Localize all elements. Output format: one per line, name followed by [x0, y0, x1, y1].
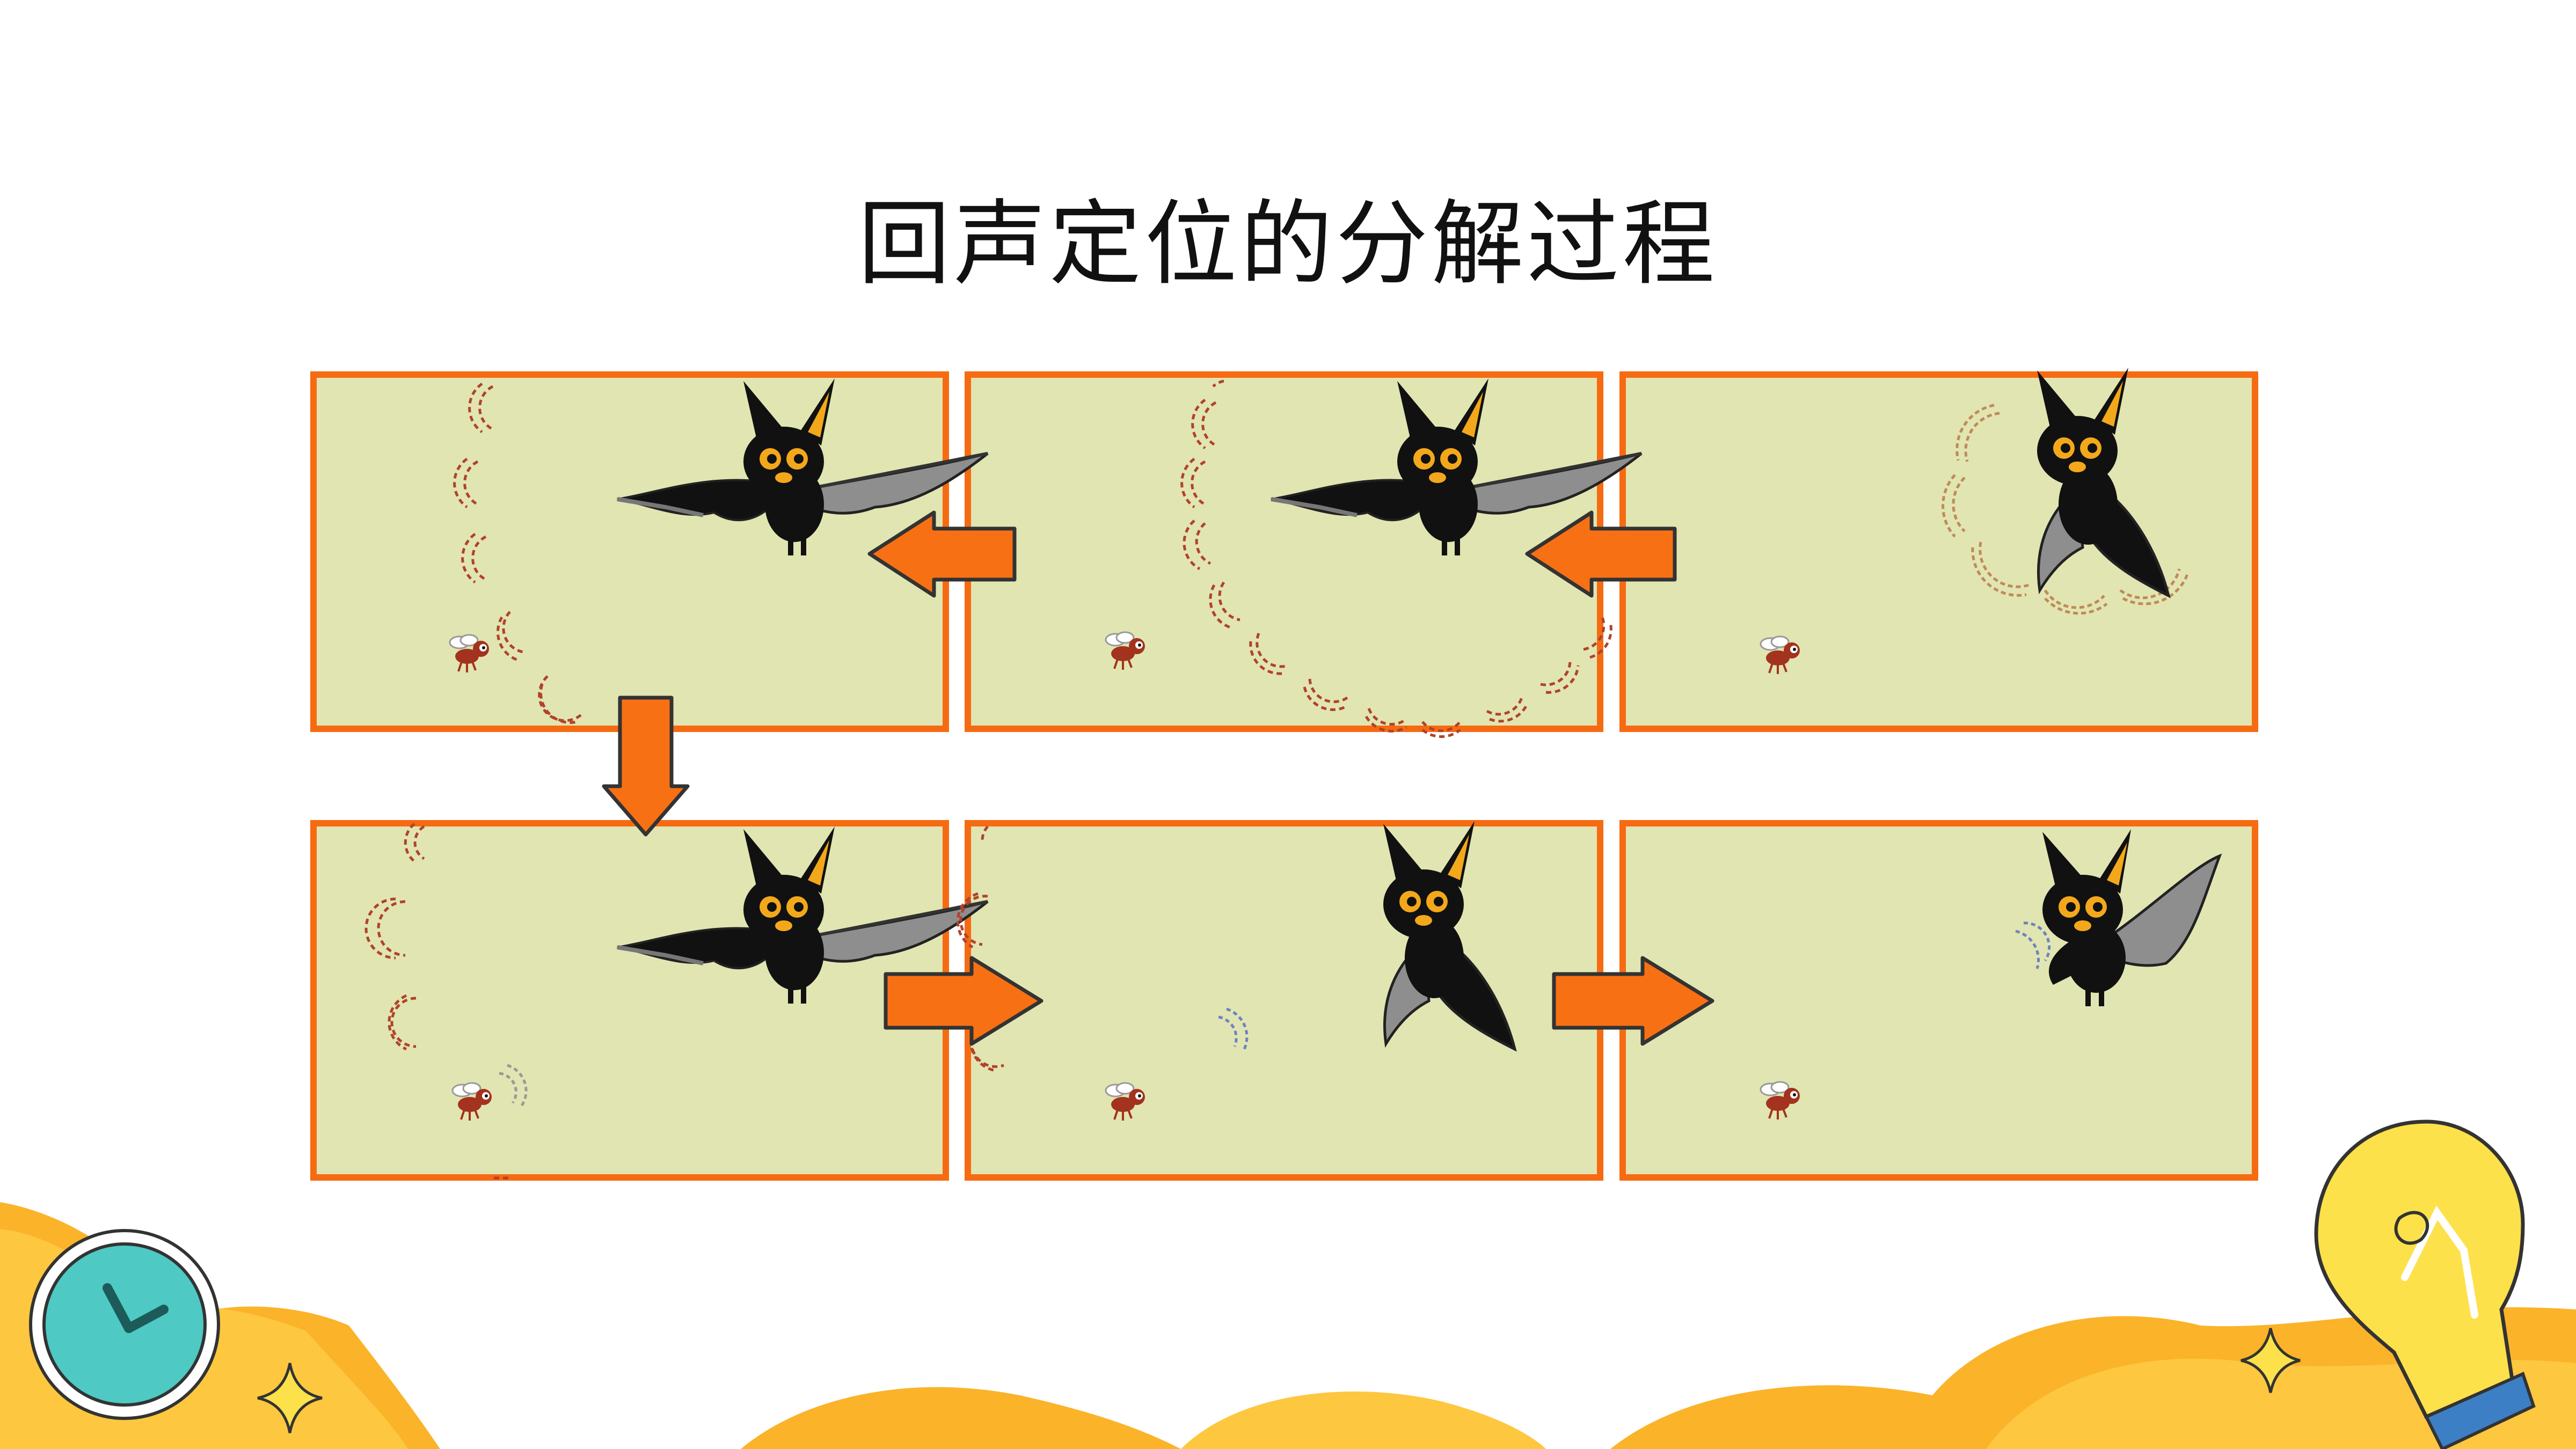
arrow-left [1525, 510, 1677, 598]
insect [451, 1082, 493, 1122]
slide-title: 回声定位的分解过程 [858, 190, 1718, 298]
step-panel-bottom-middle [965, 820, 1603, 1181]
step-panel-top-left [310, 371, 949, 732]
echo-arcs [2015, 921, 2051, 969]
sound-wave-arcs [1180, 379, 1612, 738]
echo-arcs [1218, 1007, 1249, 1050]
sparkle-icon [2241, 1328, 2301, 1393]
arrow-right [884, 956, 1043, 1046]
sound-wave-arcs [1942, 404, 2189, 615]
insect [1105, 1082, 1146, 1122]
lightbulb-icon [2314, 1119, 2536, 1449]
clock-icon [29, 1229, 220, 1420]
step-panel-bottom-left [310, 820, 949, 1181]
insect [1760, 1081, 1801, 1121]
sparkle-icon [257, 1363, 323, 1433]
background-waves [0, 1202, 2576, 1449]
bat [1383, 821, 1515, 1049]
step-panel-top-middle [965, 371, 1603, 732]
insect [449, 634, 490, 674]
insect [1105, 631, 1146, 671]
arrow-down [604, 698, 688, 835]
step-panel-bottom-right [1619, 820, 2258, 1181]
arrow-right [1552, 956, 1714, 1046]
bat [2037, 368, 2169, 596]
insect [1760, 635, 1801, 675]
sound-wave-arcs [453, 382, 583, 724]
bat [2042, 829, 2220, 1006]
arrow-left [867, 510, 1017, 598]
sound-wave-arcs [364, 823, 510, 1180]
echo-arcs [499, 1064, 528, 1107]
